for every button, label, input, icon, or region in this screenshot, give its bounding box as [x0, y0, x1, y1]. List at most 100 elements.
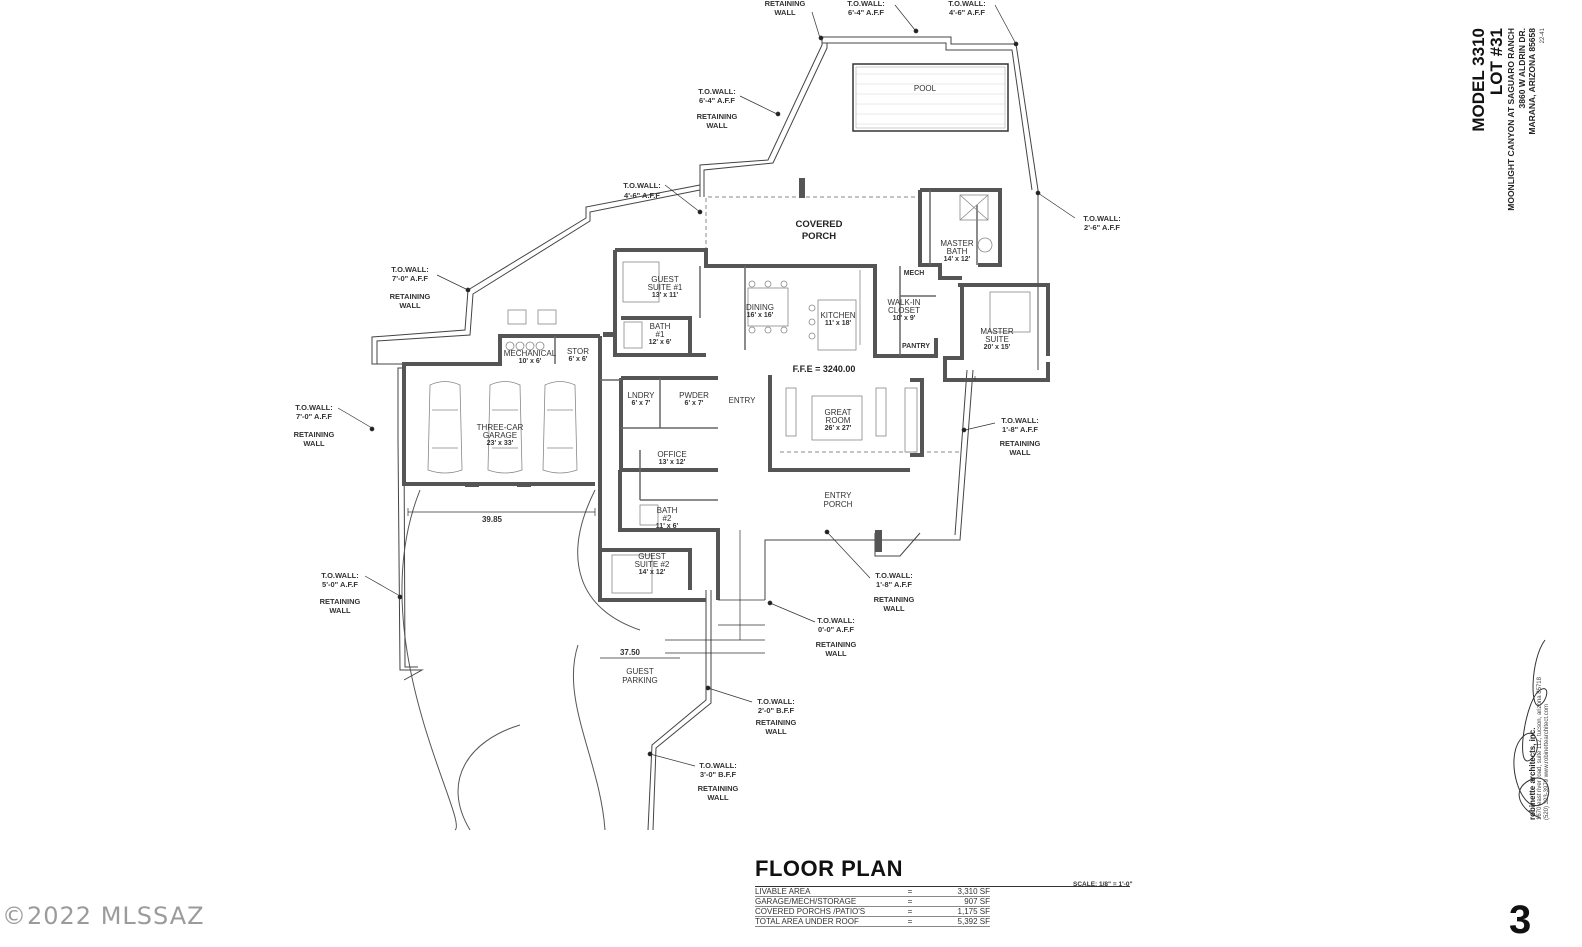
wall-label-w13-2: RETAINING [756, 718, 797, 727]
guest-suite-2-label-1: GUEST [638, 552, 666, 561]
master-suite-size: 20' x 15' [984, 344, 1011, 351]
wall-label-w8-1: 7'-0" A.F.F [296, 412, 332, 421]
fixtures [427, 194, 1031, 594]
laundry-size: 6' x 7' [632, 400, 651, 407]
dimension-39-85: 39.85 [482, 515, 503, 524]
wall-label-w8-2: RETAINING [294, 430, 335, 439]
building-walls [402, 188, 1050, 602]
bath-2-size: 11' x 6' [656, 523, 679, 530]
ffe-label: F.F.E = 3240.00 [793, 364, 856, 374]
master-suite-label-2: SUITE [985, 335, 1009, 344]
architect-block: robinette architects, inc. 1670 east riv… [1528, 625, 1558, 820]
watermark: ©2022 MLSSAZ [2, 902, 205, 930]
guest-suite-1-label-1: GUEST [651, 275, 679, 284]
model-address: 3860 W ALDRIN DR. [1516, 28, 1527, 109]
wall-label-w6-3: WALL [399, 301, 421, 310]
wall-label-w13-1: 2'-0" B.F.F [758, 706, 795, 715]
wall-label-w4-1: 6'-4" A.F.F [699, 96, 735, 105]
covered-porch-label-1: COVERED [796, 219, 843, 230]
dining-label: DINING [746, 303, 774, 312]
bath-1-size: 12' x 6' [649, 339, 672, 346]
area-eq: = [907, 907, 913, 916]
area-eq: = [907, 887, 913, 896]
wall-label-w13-3: WALL [765, 727, 787, 736]
wall-label-w9-3: WALL [1009, 448, 1031, 457]
wall-label-w6-2: RETAINING [390, 292, 431, 301]
wall-label-w10-3: WALL [329, 606, 351, 615]
model-code: 22-41 [1539, 28, 1546, 44]
wall-label-w5-0: T.O.WALL: [623, 181, 661, 190]
wall-label-w7-0: T.O.WALL: [1083, 214, 1121, 223]
kitchen-label: KITCHEN [820, 311, 855, 320]
pantry-label: PANTRY [902, 343, 930, 350]
wall-label-w3-1: 4'-6" A.F.F [949, 8, 985, 17]
area-value: 3,310 SF [957, 887, 990, 896]
wall-label-w6-0: T.O.WALL: [391, 265, 429, 274]
wall-label-w14-1: 3'-0" B.F.F [700, 770, 737, 779]
wall-label-w3-0: T.O.WALL: [948, 0, 986, 8]
wall-label-w8-0: T.O.WALL: [295, 403, 333, 412]
walk-in-closet-label-2: CLOSET [888, 306, 920, 315]
master-bath-label-2: BATH [947, 247, 968, 256]
area-label: COVERED PORCHS /PATIO'S [755, 907, 866, 916]
wall-label-w11-1: 1'-8" A.F.F [876, 580, 912, 589]
model-community: MOONLIGHT CANYON AT SAGUARO RANCH [1506, 28, 1516, 211]
wall-label-w10-0: T.O.WALL: [321, 571, 359, 580]
columns [465, 178, 882, 552]
wall-label-w12-2: RETAINING [816, 640, 857, 649]
stor-label: STOR [567, 347, 589, 356]
model-city: MARANA, ARIZONA 85658 [1527, 28, 1537, 135]
wall-label-w13-0: T.O.WALL: [757, 697, 795, 706]
area-row: GARAGE/MECH/STORAGE = 907 SF [755, 897, 990, 907]
garage-label-2: GARAGE [483, 431, 517, 440]
guest-parking-label-2: PARKING [622, 676, 657, 685]
scale-note: SCALE: 1/8" = 1'-0" [1073, 881, 1133, 888]
leader-lines [337, 4, 1076, 767]
page-title: FLOOR PLAN [755, 856, 903, 881]
entry-label: ENTRY [729, 396, 757, 405]
wall-label-w10-1: 5'-0" A.F.F [322, 580, 358, 589]
guest-suite-1-label-2: SUITE #1 [648, 283, 683, 292]
bath-1-label-1: BATH [650, 322, 671, 331]
area-row: COVERED PORCHS /PATIO'S = 1,175 SF [755, 907, 990, 917]
dining-size: 16' x 16' [747, 312, 774, 319]
retaining-walls [371, 36, 1039, 831]
wall-label-w4-2: RETAINING [697, 112, 738, 121]
architect-signature [1513, 639, 1550, 819]
model-lot: LOT #31 [1487, 28, 1506, 96]
model-name: MODEL 3310 [1469, 28, 1488, 132]
stor-size: 6' x 6' [569, 356, 588, 363]
wall-label-w11-3: WALL [883, 604, 905, 613]
sheet-number: 3 [1509, 898, 1532, 942]
wall-label-w11-2: RETAINING [874, 595, 915, 604]
master-bath-size: 14' x 12' [944, 256, 971, 263]
area-row: LIVABLE AREA = 3,310 SF [755, 887, 990, 897]
model-info-block: MODEL 3310 LOT #31 MOONLIGHT CANYON AT S… [1469, 28, 1570, 278]
wall-label-w14-2: RETAINING [698, 784, 739, 793]
architect-phone: (520) 323-3979 www.robinettearchitect.co… [1544, 703, 1550, 820]
mechanical-label: MECHANICAL [504, 349, 557, 358]
guest-suite-2-size: 14' x 12' [639, 569, 666, 576]
office-size: 13' x 12' [659, 459, 686, 466]
wall-label-w1-1: WALL [774, 8, 796, 17]
pool [852, 63, 1009, 132]
dimension-lines [407, 508, 765, 659]
wall-label-w9-2: RETAINING [1000, 439, 1041, 448]
great-room-label-1: GREAT [825, 408, 852, 417]
wall-label-w2-0: T.O.WALL: [847, 0, 885, 8]
architect-name: robinette architects, inc. [1528, 727, 1537, 820]
great-room-size: 26' x 27' [825, 425, 852, 432]
powder-label: PWDER [679, 391, 709, 400]
garage-label-1: THREE-CAR [477, 423, 524, 432]
area-eq: = [907, 917, 913, 926]
area-eq: = [907, 897, 913, 906]
interior-walls [554, 190, 978, 501]
wall-label-w11-0: T.O.WALL: [875, 571, 913, 580]
wall-label-w10-2: RETAINING [320, 597, 361, 606]
area-label: GARAGE/MECH/STORAGE [755, 897, 857, 906]
kitchen-size: 11' x 18' [825, 320, 852, 327]
wall-label-w2-1: 6'-4" A.F.F [848, 8, 884, 17]
area-value: 907 SF [964, 897, 990, 906]
wall-label-w14-0: T.O.WALL: [699, 761, 737, 770]
office-label: OFFICE [657, 450, 686, 459]
